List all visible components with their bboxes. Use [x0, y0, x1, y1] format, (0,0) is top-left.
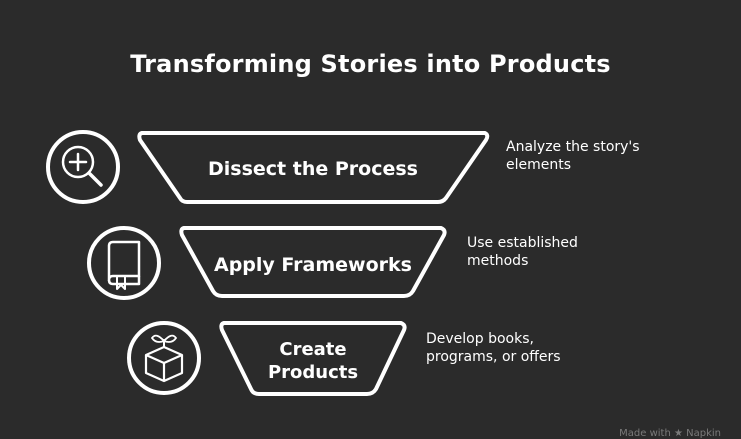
- book-icon: [87, 226, 161, 300]
- page-title: Transforming Stories into Products: [130, 50, 611, 78]
- funnel-stage-1-label: Dissect the Process: [208, 158, 418, 180]
- funnel-stage-2-shape: [179, 226, 447, 298]
- stage-3-description-line-2: programs, or offers: [426, 349, 561, 365]
- magnifier-plus-icon: [46, 130, 120, 204]
- stage-2-description-line-2: methods: [467, 253, 529, 269]
- funnel-stage-3-shape: [219, 321, 407, 396]
- footer-attribution: Made with ★ Napkin: [619, 428, 721, 439]
- stage-1-description-line-2: elements: [506, 157, 572, 173]
- stage-3-description: Develop books, programs, or offers: [426, 330, 561, 366]
- gift-box-icon: [127, 321, 201, 395]
- stage-2-description-line-1: Use established: [467, 235, 578, 251]
- funnel-stage-1-shape: [137, 131, 490, 204]
- funnel-stage-2-label: Apply Frameworks: [214, 254, 412, 276]
- stage-1-description-line-1: Analyze the story's: [506, 139, 640, 155]
- stage-1-description: Analyze the story's elements: [506, 138, 640, 174]
- funnel-stage-3-label-line-1: Create: [279, 339, 346, 360]
- stage-3-description-line-1: Develop books,: [426, 331, 534, 347]
- stage-2-description: Use established methods: [467, 234, 578, 270]
- funnel-stage-3-label-line-2: Products: [268, 362, 358, 383]
